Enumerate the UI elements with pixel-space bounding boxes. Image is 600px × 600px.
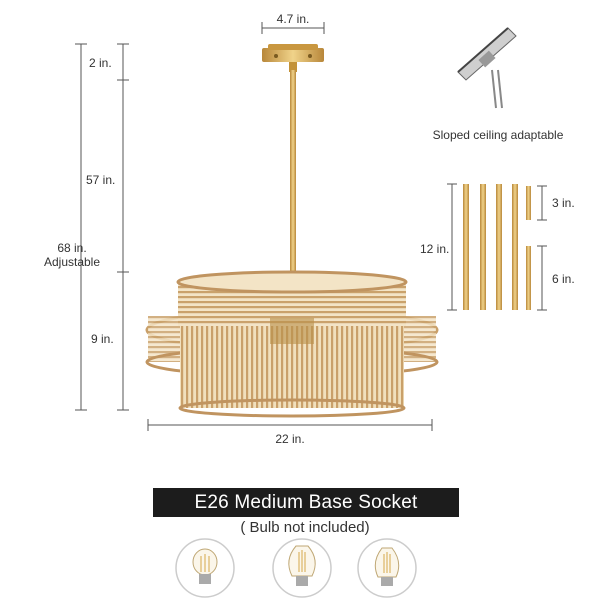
- st58-bulb-icon: [357, 538, 417, 598]
- rod-short-label: 3 in.: [552, 196, 575, 210]
- socket-title: E26 Medium Base Socket: [153, 488, 459, 517]
- rods-total-label: 12 in.: [420, 242, 450, 256]
- bulb-note: ( Bulb not included): [240, 519, 370, 536]
- total-height-note: Adjustable: [43, 255, 101, 269]
- shade-width-dimension: [147, 419, 433, 431]
- rods-dimension-lines: [447, 183, 547, 311]
- st64-bulb-icon: [272, 538, 332, 598]
- lamp-shade: [145, 270, 439, 418]
- total-height-dimension: [75, 43, 87, 411]
- extension-rods: [463, 184, 531, 310]
- segment-dimensions: [117, 43, 129, 411]
- shade-width-label: 22 in.: [275, 432, 305, 446]
- shade-height-label: 9 in.: [91, 332, 114, 346]
- total-height-label: 68 in.: [57, 241, 87, 255]
- canopy: [262, 44, 324, 72]
- canopy-width-dimension: [261, 22, 325, 34]
- rod-medium-label: 6 in.: [552, 272, 575, 286]
- canopy-height-label: 2 in.: [89, 56, 112, 70]
- a19-bulb-icon: [175, 538, 235, 598]
- canopy-width-label: 4.7 in.: [276, 12, 310, 26]
- sloped-ceiling-label: Sloped ceiling adaptable: [432, 128, 564, 142]
- rod-length-label: 57 in.: [86, 173, 116, 187]
- downrod: [290, 70, 296, 282]
- sloped-ceiling-icon: [457, 27, 517, 109]
